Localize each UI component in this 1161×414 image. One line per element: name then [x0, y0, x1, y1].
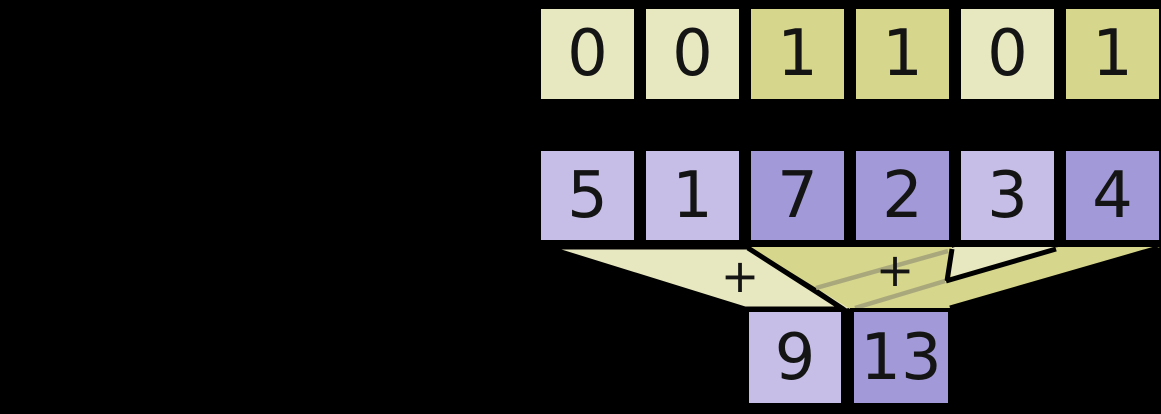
value-cell: 5 — [537, 147, 638, 244]
plus-operator: + — [875, 243, 915, 298]
value-cell: 3 — [957, 147, 1058, 244]
result-cell: 13 — [850, 308, 952, 407]
mask-cell: 0 — [957, 5, 1058, 103]
hidden-funnel-edge — [815, 248, 949, 291]
funnel-edge — [944, 248, 955, 282]
mask-cell: 1 — [1062, 5, 1161, 103]
mask-cell: 1 — [747, 5, 848, 103]
result-cell: 9 — [745, 308, 845, 407]
funnel-edge — [746, 245, 845, 312]
mask-cell: 0 — [642, 5, 743, 103]
value-cell: 7 — [747, 147, 848, 244]
mask-cell: 0 — [537, 5, 638, 103]
funnel-edge — [945, 246, 1057, 284]
value-cell: 2 — [852, 147, 953, 244]
mask-cell: 1 — [852, 5, 953, 103]
hidden-funnel-edge — [854, 278, 946, 311]
value-cell: 4 — [1062, 147, 1161, 244]
funnel-edge — [949, 245, 1159, 311]
value-cell: 1 — [642, 147, 743, 244]
plus-operator: + — [720, 249, 760, 304]
dark-funnel-band — [850, 247, 1160, 309]
